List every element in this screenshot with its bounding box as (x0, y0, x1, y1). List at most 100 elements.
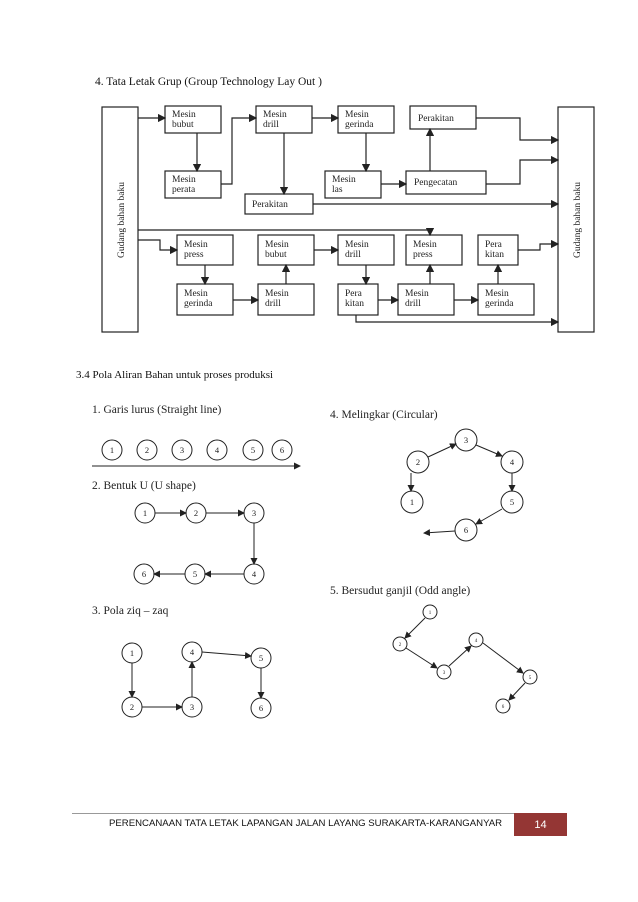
circ-arrow-5 (423, 529, 456, 537)
straight-node-2 (136, 439, 158, 461)
circ-node-5-label: 5 (510, 497, 514, 507)
right-store-label: Gudang bahan baku (573, 182, 583, 258)
box-label-10: Mesin (345, 240, 369, 250)
odd-node-4 (468, 632, 484, 648)
circ-node-2 (406, 450, 430, 474)
box-label-0: bubut (172, 120, 194, 130)
odd-node-6 (495, 698, 511, 714)
circ-node-6-label: 6 (464, 525, 468, 535)
footer-divider (72, 813, 567, 814)
pattern-ushape-title: 2. Bentuk U (U shape) (92, 480, 196, 492)
straight-node-1-label: 1 (110, 445, 114, 455)
box-label-7: Perakitan (252, 200, 288, 210)
box-label-11: Mesin (413, 240, 437, 250)
circ-node-3 (454, 428, 478, 452)
box-label-8: press (184, 250, 204, 260)
circ-node-6 (454, 518, 478, 542)
left-store-label: Gudang bahan baku (117, 182, 127, 258)
zig-node-1-label: 1 (130, 648, 134, 658)
page-number: 14 (514, 813, 567, 836)
box-label-9: bubut (265, 250, 287, 260)
box-label-5: Mesin (332, 175, 356, 185)
box-label-16: drill (405, 299, 421, 309)
circ-node-2-label: 2 (416, 457, 420, 467)
straight-node-2-label: 2 (145, 445, 149, 455)
box-label-14: Mesin (265, 289, 289, 299)
box-label-15: Pera (345, 289, 363, 299)
box-label-8: Mesin (184, 240, 208, 250)
odd-node-2 (392, 636, 408, 652)
box-label-12: Pera (485, 240, 503, 250)
circ-arrow-1 (427, 443, 457, 458)
pattern-odd-title: 5. Bersudut ganjil (Odd angle) (330, 585, 470, 597)
box-label-11: press (413, 250, 433, 260)
odd-node-3 (436, 664, 452, 680)
pattern-straight-title: 1. Garis lurus (Straight line) (92, 404, 222, 416)
footer-title: PERENCANAAN TATA LETAK LAPANGAN JALAN LA… (109, 818, 503, 829)
box-label-0: Mesin (172, 110, 196, 120)
straight-node-5 (242, 439, 264, 461)
group-layout-heading: 4. Tata Letak Grup (Group Technology Lay… (95, 76, 322, 88)
straight-node-6-label: 6 (280, 445, 284, 455)
odd-node-1-label: 1 (429, 611, 432, 616)
circ-node-1-label: 1 (410, 497, 414, 507)
box-label-15: kitan (345, 299, 364, 309)
zig-node-4-label: 4 (190, 647, 195, 657)
circ-arrow-4 (475, 508, 503, 525)
odd-arrow-4 (482, 642, 524, 674)
zig-node-2-label: 2 (130, 702, 134, 712)
u-node-1-label: 1 (143, 508, 147, 518)
box-label-17: gerinda (485, 299, 514, 309)
odd-node-1 (422, 604, 438, 620)
straight-node-4-label: 4 (215, 445, 220, 455)
left-store-box (101, 106, 139, 333)
u-node-2-label: 2 (194, 508, 198, 518)
box-label-4: Mesin (172, 175, 196, 185)
box-label-14: drill (265, 299, 281, 309)
pattern-circular-title: 4. Melingkar (Circular) (330, 409, 438, 421)
box-label-9: Mesin (265, 240, 289, 250)
odd-arrow-3 (448, 645, 472, 667)
box-label-12: kitan (485, 250, 504, 260)
box-label-3: Perakitan (418, 114, 454, 124)
odd-arrow-1 (404, 617, 426, 639)
box-label-6: Pengecatan (414, 178, 458, 188)
circ-node-4-label: 4 (510, 457, 515, 467)
odd-node-2-label: 2 (399, 643, 402, 648)
box-label-2: Mesin (345, 110, 369, 120)
straight-node-6 (271, 439, 293, 461)
zig-node-6-label: 6 (259, 703, 263, 713)
odd-node-5 (522, 669, 538, 685)
pattern-zigzag-title: 3. Pola ziq – zaq (92, 605, 169, 617)
zig-arrow-4 (201, 651, 252, 660)
straight-node-5-label: 5 (251, 445, 255, 455)
box-labels: MesinbubutMesindrillMesingerindaPerakita… (172, 110, 514, 309)
box-label-16: Mesin (405, 289, 429, 299)
straight-node-1 (101, 439, 123, 461)
box-label-10: drill (345, 250, 361, 260)
odd-node-4-label: 4 (475, 639, 478, 644)
right-store-box (557, 106, 595, 333)
box-label-13: Mesin (184, 289, 208, 299)
section-heading: 3.4 Pola Aliran Bahan untuk proses produ… (76, 369, 274, 381)
box-label-17: Mesin (485, 289, 509, 299)
zig-node-5-label: 5 (259, 653, 263, 663)
box-label-1: drill (263, 120, 279, 130)
box-label-13: gerinda (184, 299, 213, 309)
circ-arrow-2 (475, 444, 503, 457)
u-node-6-label: 6 (142, 569, 146, 579)
odd-node-5-label: 5 (529, 676, 532, 681)
u-node-4-label: 4 (252, 569, 257, 579)
odd-arrow-2 (405, 647, 438, 669)
straight-node-3 (171, 439, 193, 461)
odd-node-6-label: 6 (502, 705, 505, 710)
group-technology-diagram (101, 105, 595, 333)
odd-node-3-label: 3 (443, 671, 446, 676)
straight-node-3-label: 3 (180, 445, 184, 455)
circ-node-3-label: 3 (464, 435, 468, 445)
box-label-2: gerinda (345, 120, 374, 130)
box-label-1: Mesin (263, 110, 287, 120)
box-label-4: perata (172, 185, 196, 195)
